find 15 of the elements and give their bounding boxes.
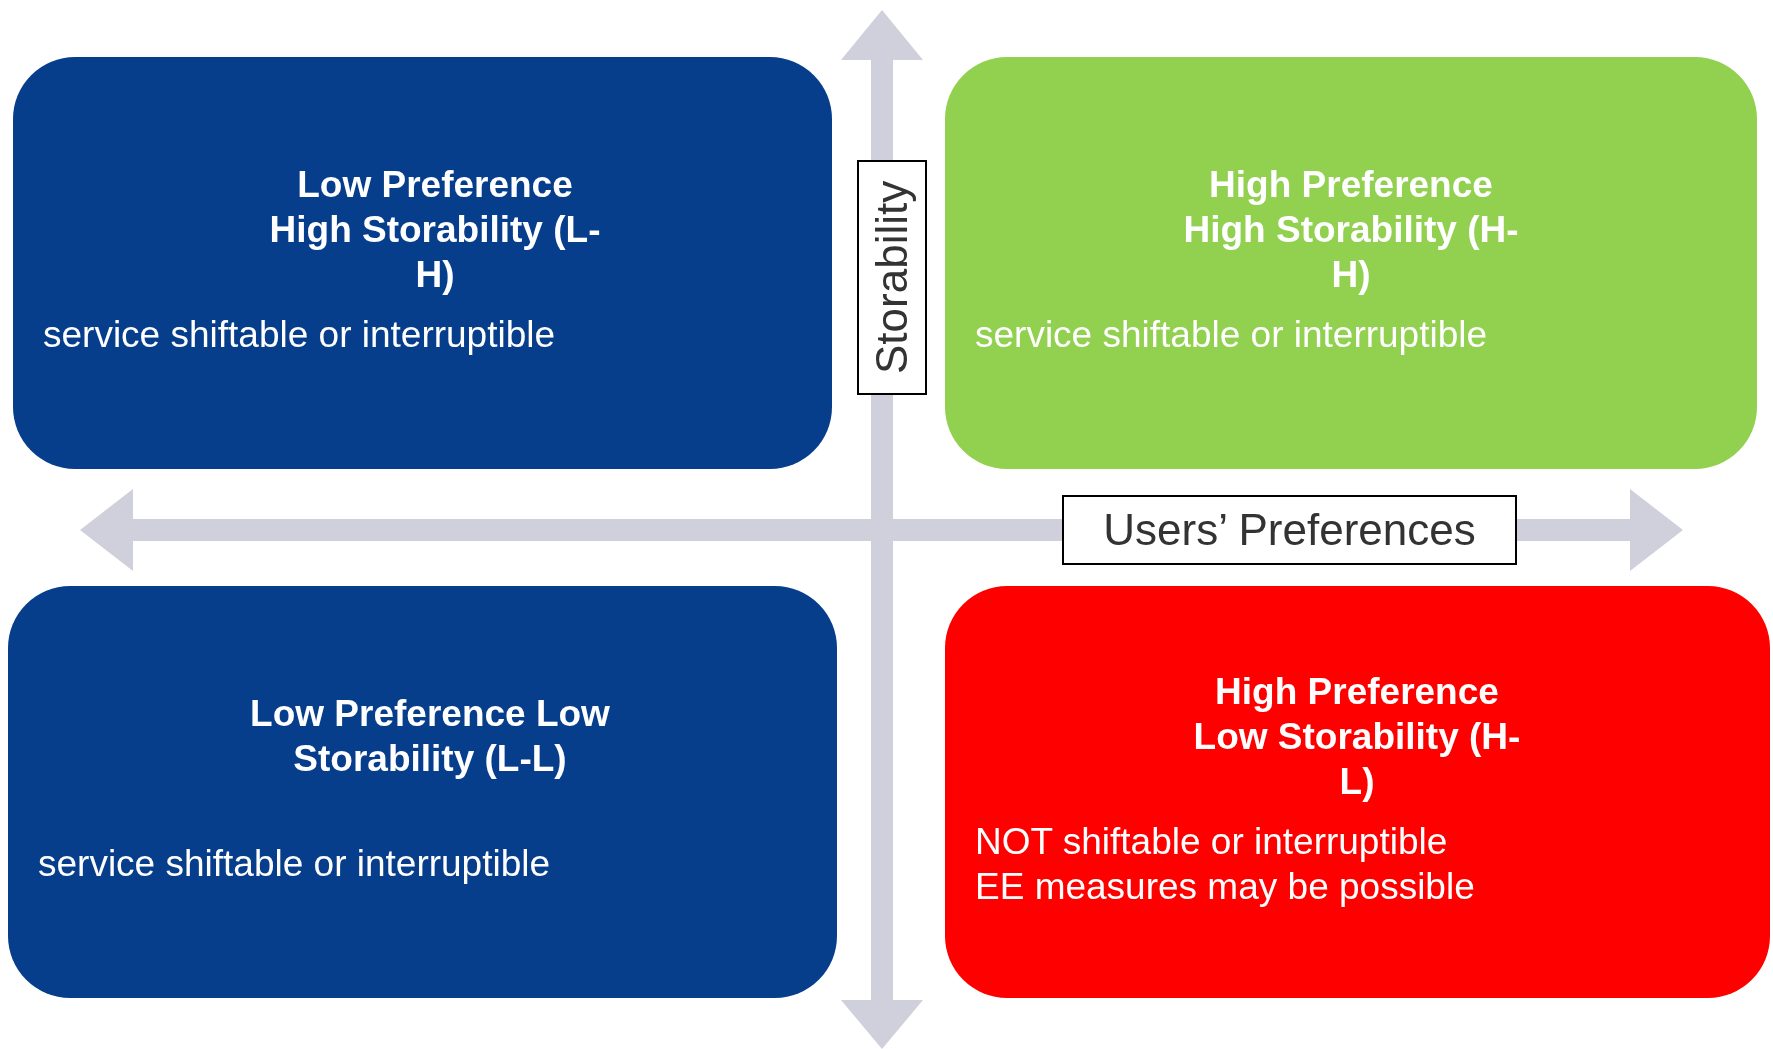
quadrant-heading: Low Preference Low Storability (L-L) [250,692,610,781]
quadrant-box [8,586,837,998]
quadrant-heading: Low Preference High Storability (L-H) [268,163,602,297]
axis-label: Users’ Preferences [1062,495,1517,565]
quadrant-heading: High Preference Low Storability (H-L) [1192,670,1522,804]
quadrant-description: service shiftable or interruptible [975,313,1488,357]
quadrant-description: EE measures may be possible [975,865,1475,909]
quadrant-box [945,57,1757,469]
quadrant-description: service shiftable or interruptible [38,842,551,886]
quadrant-heading: High Preference High Storability (H-H) [1182,163,1520,297]
quadrant-box [945,586,1770,998]
quadrant-box [13,57,832,469]
axis-label: Storability [857,160,927,395]
quadrant-description: service shiftable or interruptible [43,313,556,357]
quadrant-description: NOT shiftable or interruptible [975,820,1448,864]
